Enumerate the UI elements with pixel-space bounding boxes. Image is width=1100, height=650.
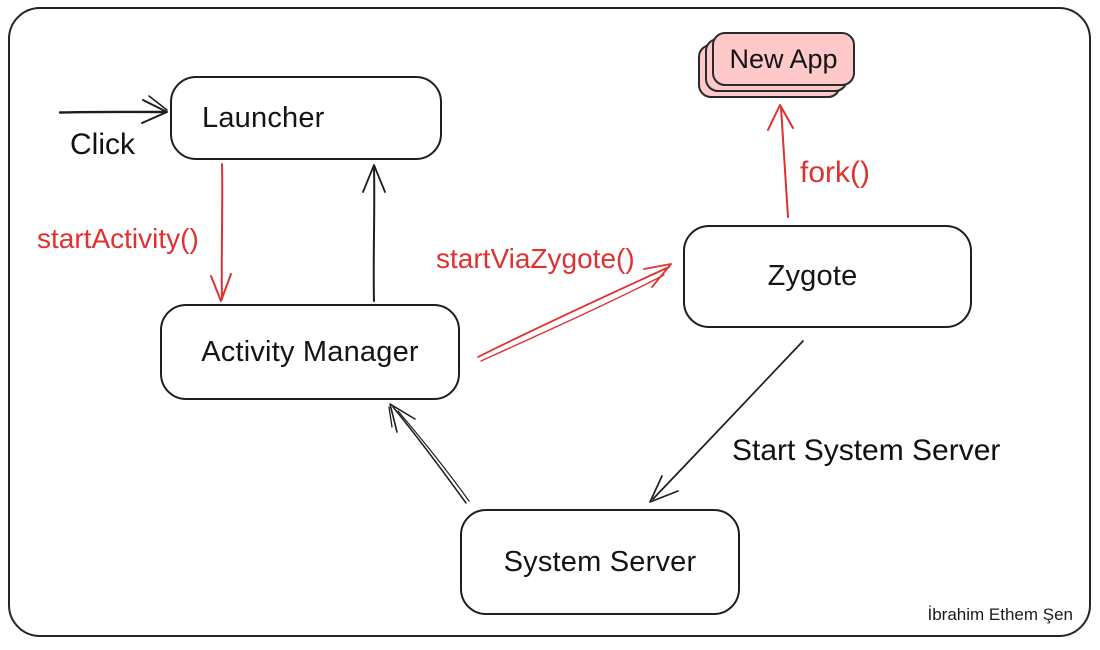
node-launcher-label: Launcher — [202, 101, 325, 134]
start-activity-label: startActivity() — [37, 223, 199, 254]
node-zygote: Zygote — [683, 225, 972, 328]
node-system-server-label: System Server — [503, 545, 697, 578]
start-via-zygote-label: startViaZygote() — [436, 243, 635, 274]
node-new-app: New App — [712, 32, 855, 86]
author-credit: İbrahim Ethem Şen — [927, 605, 1073, 624]
node-launcher: Launcher — [170, 76, 442, 160]
fork-label: fork() — [800, 156, 870, 189]
node-zygote-label: Zygote — [767, 260, 858, 292]
node-activity-manager-label: Activity Manager — [201, 335, 419, 368]
node-system-server: System Server — [460, 509, 740, 615]
click-label: Click — [70, 128, 135, 161]
canvas-border — [8, 7, 1091, 637]
node-activity-manager: Activity Manager — [160, 304, 460, 400]
start-system-server-label: Start System Server — [732, 434, 1001, 467]
node-new-app-label: New App — [729, 43, 838, 74]
